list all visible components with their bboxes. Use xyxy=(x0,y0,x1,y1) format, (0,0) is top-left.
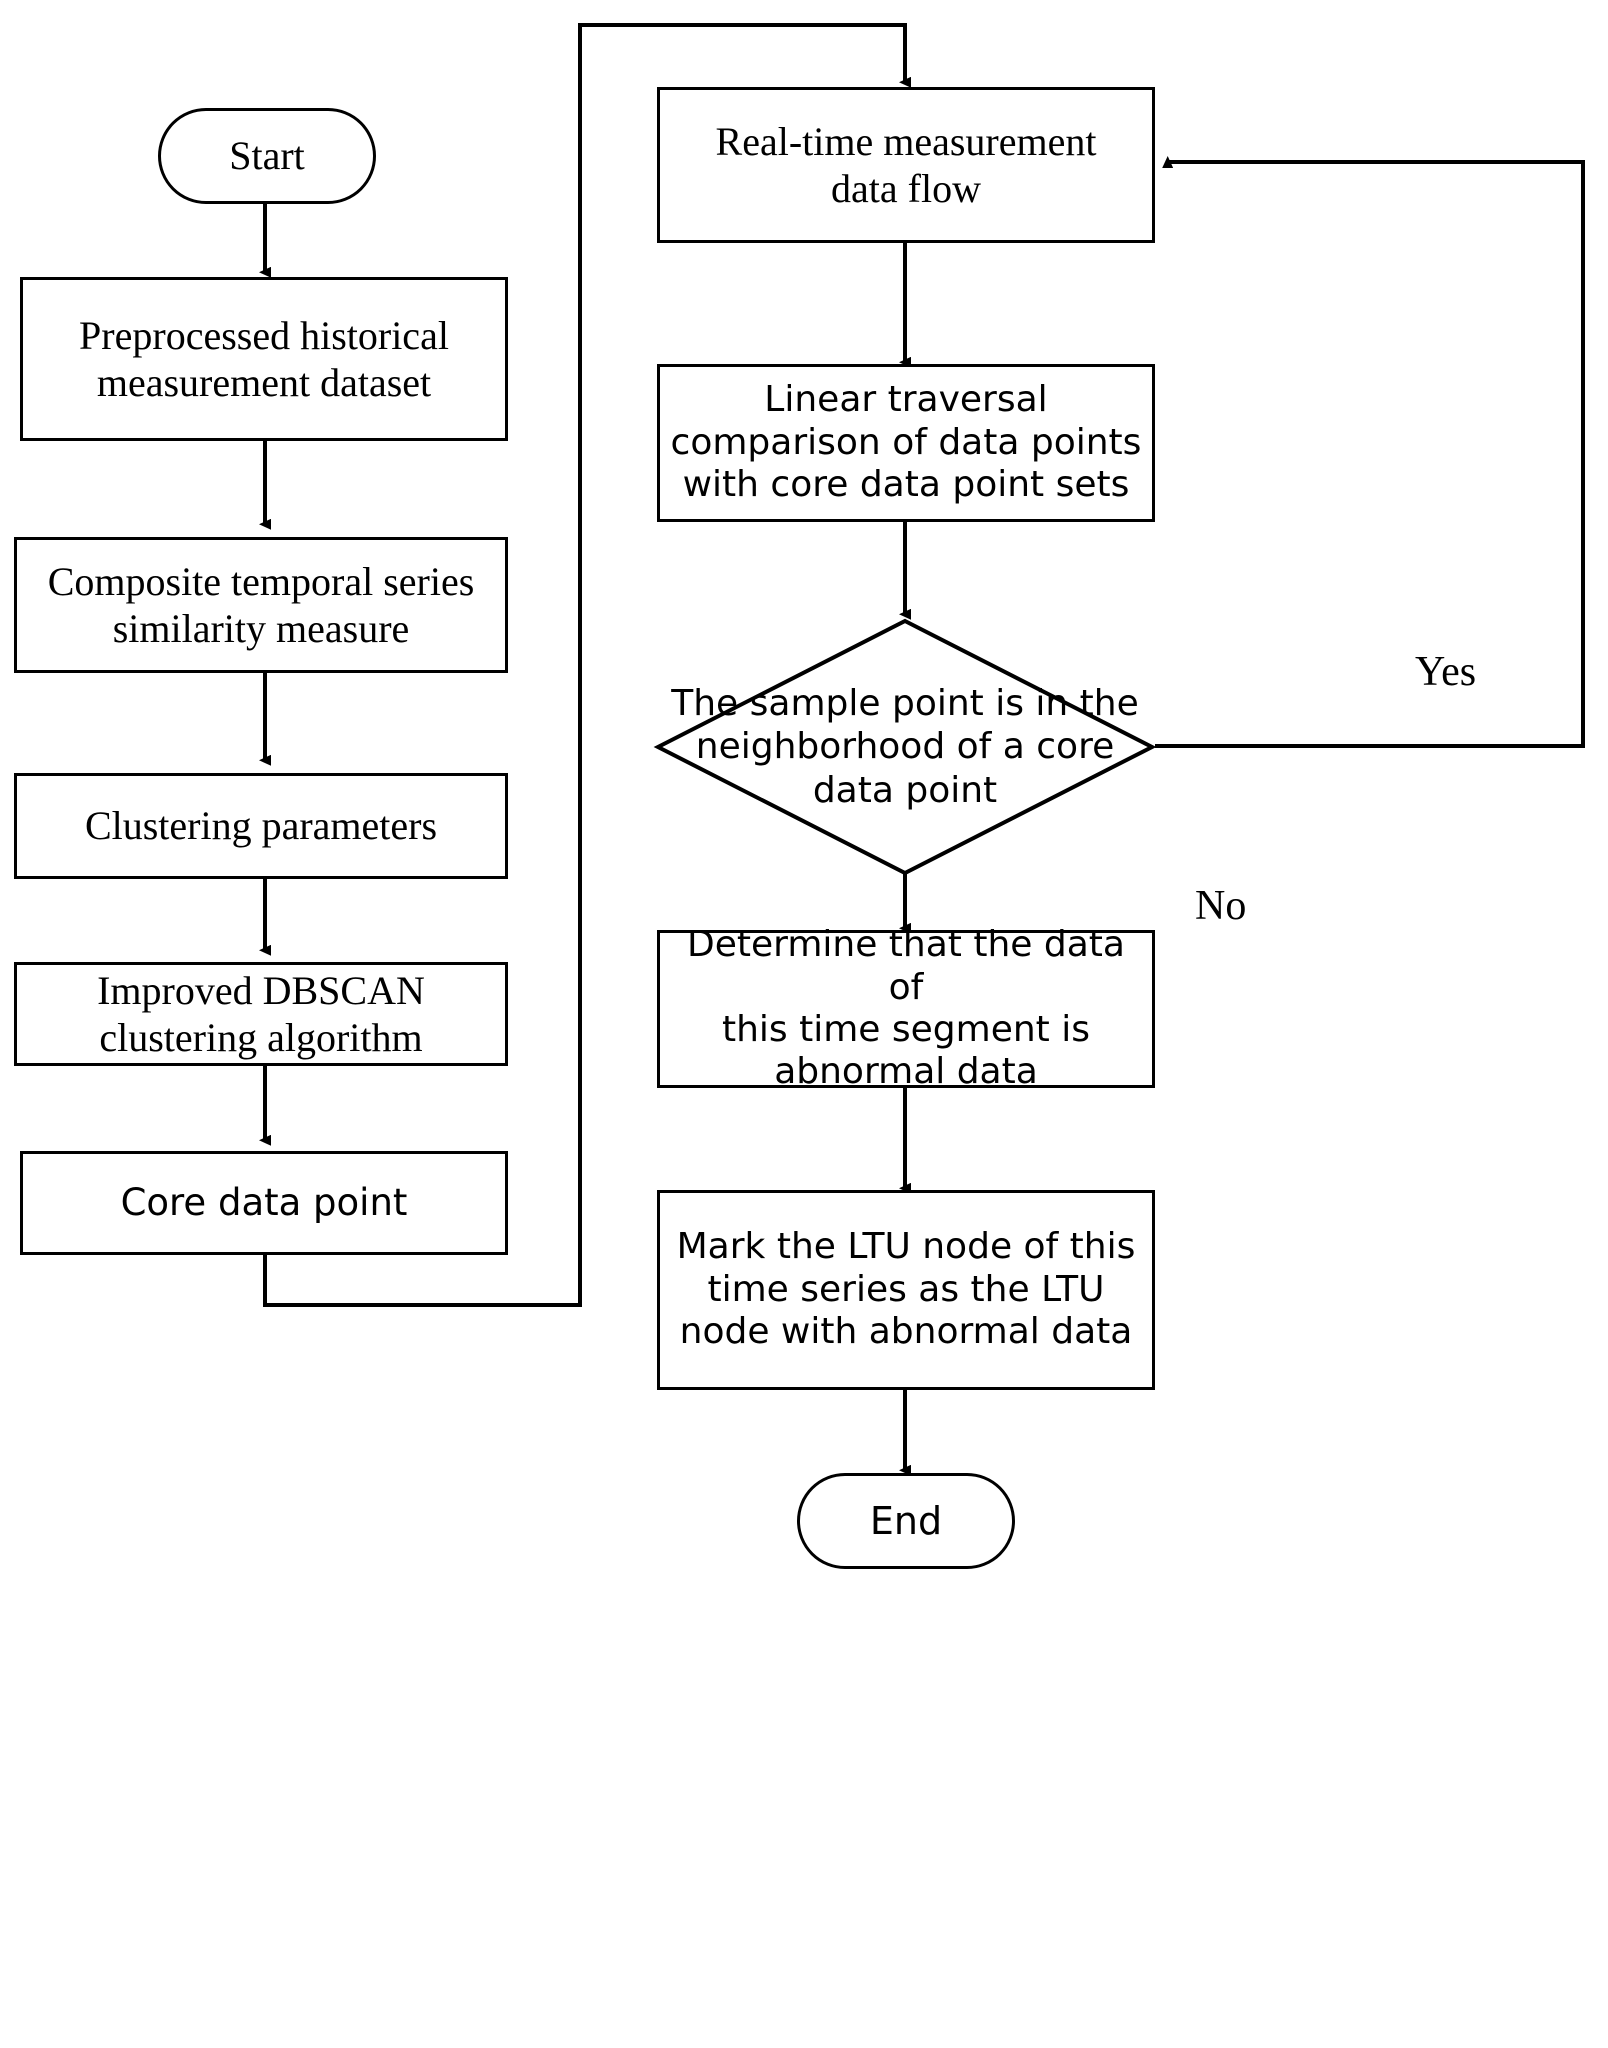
node-core-data-point[interactable]: Core data point xyxy=(20,1151,508,1255)
node-mark-ltu[interactable]: Mark the LTU node of this time series as… xyxy=(657,1190,1155,1390)
node-determine-abnormal[interactable]: Determine that the data of this time seg… xyxy=(657,924,1155,1092)
node-clustering-parameters-label: Clustering parameters xyxy=(84,803,438,849)
decision-diamond-shape xyxy=(653,618,1157,876)
node-similarity-measure-label: Composite temporal series similarity mea… xyxy=(47,558,475,651)
node-improved-dbscan[interactable]: Improved DBSCAN clustering algorithm xyxy=(14,962,508,1066)
node-linear-traversal[interactable]: Linear traversal comparison of data poin… xyxy=(657,364,1155,522)
node-start[interactable]: Start xyxy=(158,108,376,204)
node-linear-traversal-label: Linear traversal comparison of data poin… xyxy=(670,379,1142,506)
edge-decision-yes-to-realtime xyxy=(1155,156,1585,748)
edge-label-yes: Yes xyxy=(1415,649,1477,695)
node-core-data-point-label: Core data point xyxy=(120,1181,408,1225)
node-realtime-data-flow-label: Real-time measurement data flow xyxy=(715,118,1097,211)
node-preprocessed-dataset[interactable]: Preprocessed historical measurement data… xyxy=(20,277,508,441)
node-similarity-measure[interactable]: Composite temporal series similarity mea… xyxy=(14,537,508,673)
node-end-label: End xyxy=(869,1498,943,1543)
edge-label-no: No xyxy=(1195,883,1247,929)
node-decision-label: The sample point is in the neighborhood … xyxy=(671,683,1139,811)
node-improved-dbscan-label: Improved DBSCAN clustering algorithm xyxy=(97,967,425,1060)
node-decision-sample-in-neighborhood[interactable]: The sample point is in the neighborhood … xyxy=(653,618,1157,876)
node-mark-ltu-label: Mark the LTU node of this time series as… xyxy=(676,1226,1136,1353)
node-decision-label-wrap: The sample point is in the neighborhood … xyxy=(625,656,1185,838)
node-determine-abnormal-label: Determine that the data of this time seg… xyxy=(687,924,1125,1093)
node-end[interactable]: End xyxy=(797,1473,1015,1569)
node-preprocessed-dataset-label: Preprocessed historical measurement data… xyxy=(79,312,449,405)
node-start-label: Start xyxy=(229,133,305,179)
node-clustering-parameters[interactable]: Clustering parameters xyxy=(14,773,508,879)
node-realtime-data-flow[interactable]: Real-time measurement data flow xyxy=(657,87,1155,243)
edge-core-to-realtime xyxy=(263,23,911,1307)
